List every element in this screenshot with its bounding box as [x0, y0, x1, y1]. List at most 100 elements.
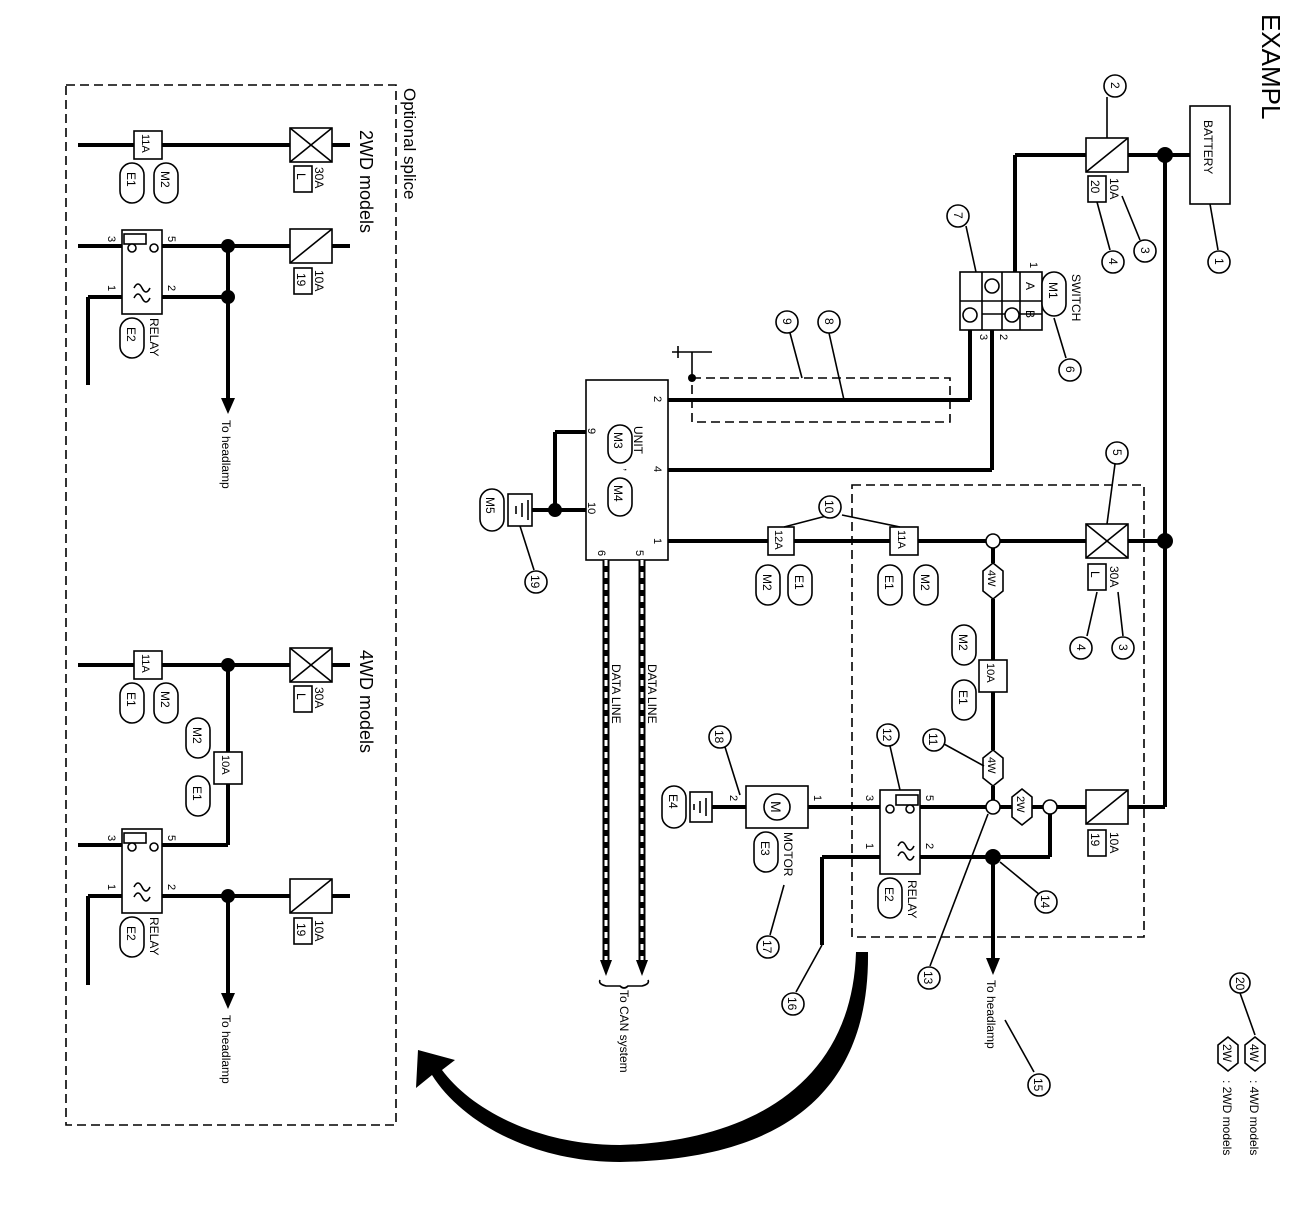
- four-wd-relay-pin-2: 2: [165, 884, 177, 890]
- four-wd-fuse-30a: 30A: [312, 687, 326, 708]
- battery: BATTERY: [1189, 105, 1231, 205]
- legend-4w-text: : 4WD models: [1247, 1080, 1261, 1155]
- connector-11a-m2: M2: [918, 574, 932, 591]
- callout-4-top: 4: [1106, 258, 1120, 265]
- fuse-19-rating: 10A: [1107, 832, 1121, 853]
- wire-tag-4w-top: 4W: [985, 570, 997, 587]
- two-wd-relay-pin-2: 2: [165, 285, 177, 291]
- relay-pin-5: 5: [923, 795, 935, 801]
- connector-12a-e1: E1: [792, 575, 806, 590]
- connector-11a: 11A E1 M2: [877, 526, 939, 606]
- two-wd-fuse-10a: 10A: [312, 270, 326, 291]
- unit-pin-2: 2: [651, 396, 663, 402]
- two-wd-fuse-19: 19: [294, 273, 308, 287]
- wire-tag-2w: 2W: [1014, 796, 1026, 813]
- two-wd-relay-e2: E2: [124, 327, 138, 342]
- switch-pin-1: 1: [1027, 262, 1039, 268]
- can-data-lines: DATA LINE DATA LINE To CAN system: [598, 560, 659, 1073]
- unit-connector-sep: ,: [622, 468, 636, 471]
- relay-label: RELAY: [905, 880, 919, 918]
- connector-10a-e1: E1: [956, 690, 970, 705]
- four-wd-fuse-19: 19: [294, 923, 308, 937]
- unit-connector-m3: M3: [611, 432, 625, 449]
- relay-pin-1: 1: [863, 843, 875, 849]
- connector-10a-label: 10A: [984, 663, 996, 683]
- callout-6: 6: [1063, 366, 1077, 373]
- two-wd-11a: 11A: [139, 134, 151, 153]
- fuse-19-num: 19: [1088, 833, 1102, 847]
- four-wd-e1: E1: [124, 692, 138, 707]
- two-wd-fuse-30a: 30A: [312, 167, 326, 188]
- switch-connector: M1: [1046, 282, 1060, 299]
- two-wd-m2: M2: [158, 171, 172, 188]
- callout-15: 15: [1031, 1078, 1045, 1092]
- unit-connector-m4: M4: [611, 485, 625, 502]
- four-wd-relay-pin-3: 3: [105, 835, 117, 841]
- four-wd-relay-e2: E2: [124, 926, 138, 941]
- fuse-10a-20: 20 10A: [1085, 137, 1129, 203]
- legend-2w-tag: 2W: [1220, 1044, 1234, 1063]
- motor-pin-2: 2: [727, 795, 739, 801]
- ground-e4-label: E4: [666, 794, 680, 809]
- four-wd-models: 4WD models 11A E1 M2 L 30A 10A M2 E1 5: [78, 647, 376, 1084]
- two-wd-title: 2WD models: [356, 130, 376, 233]
- callout-2: 2: [1108, 82, 1122, 89]
- callout-7: 7: [951, 212, 965, 219]
- callout-4-mid: 4: [1074, 644, 1088, 651]
- two-wd-models: 2WD models 11A E1 M2 L 30A 19 10A To hea…: [78, 127, 376, 489]
- to-can-system: To CAN system: [617, 990, 631, 1073]
- battery-bus: [1128, 147, 1190, 809]
- fuse-10a-19: 19 10A: [1085, 789, 1129, 857]
- relay-pin-3: 3: [863, 795, 875, 801]
- two-wd-to-headlamp: To headlamp: [219, 420, 233, 489]
- callout-17: 17: [760, 940, 774, 954]
- fuse-30a-num: L: [1088, 571, 1102, 578]
- connector-12a-m2: M2: [760, 574, 774, 591]
- ground-m5: M5: [479, 488, 533, 532]
- unit-pin-10: 10: [585, 502, 597, 514]
- callout-5: 5: [1110, 449, 1124, 456]
- connector-12a: 12A E1 M2: [755, 526, 813, 606]
- unit-pin-1: 1: [651, 538, 663, 544]
- switch-pin-a: A: [1023, 282, 1037, 290]
- ground-m5-label: M5: [483, 497, 497, 514]
- optional-splice-title: Optional splice: [400, 88, 419, 200]
- four-wd-relay-pin-1: 1: [105, 884, 117, 890]
- wire-legend: 20 4W : 4WD models 2W : 2WD models: [1217, 972, 1266, 1155]
- switch-pin-2: 2: [997, 334, 1009, 340]
- switch: A B 1 2 3 M1 SWITCH: [959, 262, 1083, 340]
- relay-pin-2: 2: [923, 843, 935, 849]
- connector-10a-m2: M2: [956, 634, 970, 651]
- optional-splice-region: [851, 484, 1145, 938]
- four-wd-10a-e1: E1: [190, 786, 204, 801]
- callout-11: 11: [926, 733, 940, 746]
- four-wd-10a-m2: M2: [190, 727, 204, 744]
- two-wd-e1: E1: [124, 172, 138, 187]
- switch-pin-3: 3: [977, 334, 989, 340]
- wire-tag-4w-bottom: 4W: [985, 757, 997, 774]
- fuse-20-rating: 10A: [1107, 178, 1121, 199]
- four-wd-fuse-10a: 10A: [312, 920, 326, 941]
- callout-16: 16: [785, 997, 799, 1011]
- motor-connector: E3: [758, 841, 772, 856]
- connector-10a-main: 10A M2 E1: [951, 624, 1008, 721]
- switch-pin-b: B: [1023, 310, 1037, 318]
- four-wd-title: 4WD models: [356, 650, 376, 753]
- unit-pin-4: 4: [651, 466, 663, 472]
- callout-3-mid: 3: [1116, 644, 1130, 651]
- connector-11a-e1: E1: [882, 575, 896, 590]
- control-unit: UNIT M3 , M4 2 4 1 5 6 9 10: [585, 379, 669, 561]
- fuse-20-num: 20: [1088, 180, 1102, 194]
- relay-connector: E2: [882, 887, 896, 902]
- legend-2w-text: : 2WD models: [1220, 1080, 1234, 1155]
- connector-11a-label: 11A: [895, 530, 907, 549]
- legend-4w-tag: 4W: [1247, 1044, 1261, 1063]
- unit-pin-9: 9: [585, 428, 597, 434]
- diagram-title: EXAMPL: [1256, 14, 1286, 120]
- relay-main: 5 2 3 1 E2 RELAY: [863, 789, 1001, 919]
- motor-m-symbol: M: [768, 801, 784, 813]
- motor-label: MOTOR: [781, 832, 795, 877]
- ground-e4: E4: [661, 785, 713, 829]
- four-wd-m2: M2: [158, 691, 172, 708]
